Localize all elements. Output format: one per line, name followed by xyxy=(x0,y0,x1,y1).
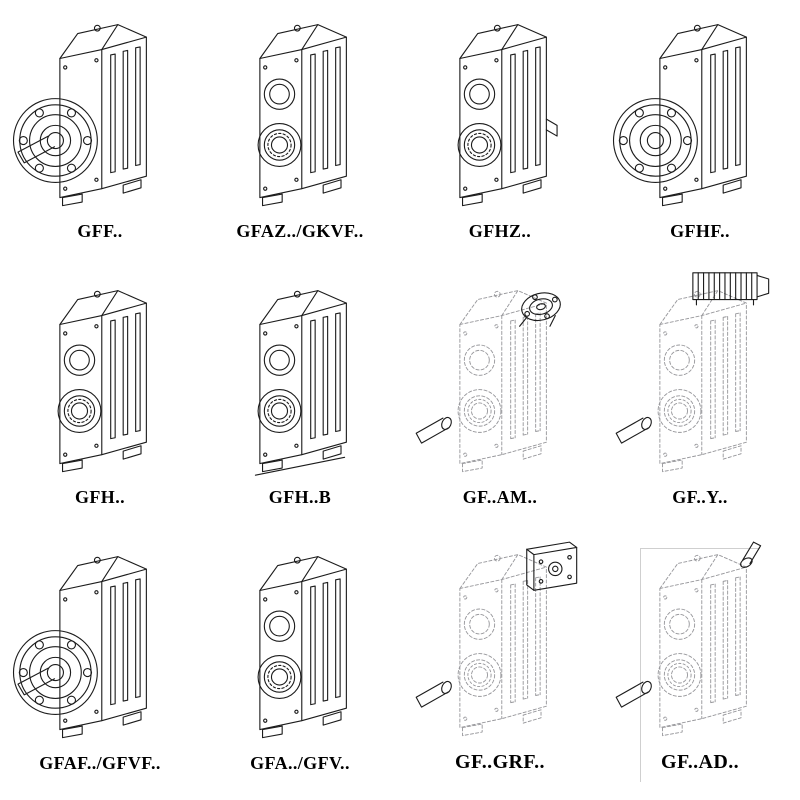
product-cell-gfaz-gkvf: GFAZ../GKVF.. xyxy=(236,16,363,250)
bearing-bores xyxy=(657,608,702,697)
gearbox-housing xyxy=(259,556,347,739)
product-cell-gf-am: GF..AM.. xyxy=(415,282,564,516)
output-shaft xyxy=(17,667,56,696)
input-gear-adapter xyxy=(526,541,578,591)
gearbox-drawing-foot-mounted-base xyxy=(254,290,347,476)
product-label: GFAZ../GKVF.. xyxy=(236,221,364,241)
output-shaft xyxy=(415,679,454,708)
product-label: GFAF../GFVF.. xyxy=(39,753,161,773)
bearing-bores xyxy=(257,78,302,167)
product-cell-gf-ad: GF..AD.. xyxy=(615,541,762,782)
bearing-bores xyxy=(457,344,502,433)
product-label: GFA../GFV.. xyxy=(250,753,350,773)
product-label: GF..GRF.. xyxy=(455,751,545,773)
product-cell-gf-grf: GF..GRF.. xyxy=(415,541,578,782)
gearbox-drawing-shaft-adapter xyxy=(615,541,762,737)
bearing-bores xyxy=(457,78,502,167)
gearbox-housing xyxy=(659,554,747,737)
product-cell-gfa-gfv: GFA../GFV.. xyxy=(240,548,360,782)
gearbox-drawing-shaft-mounted xyxy=(257,556,347,739)
output-shaft xyxy=(17,135,56,164)
product-cell-gfaf-gfvf: GFAF../GFVF.. xyxy=(12,548,161,782)
gearbox-housing xyxy=(259,290,347,473)
gearbox-housing xyxy=(459,290,547,473)
gearbox-drawing-motor-adapter xyxy=(415,288,564,473)
product-label: GF..AM.. xyxy=(462,487,538,507)
product-label: GF..Y.. xyxy=(672,487,728,507)
gearbox-drawing-flange-output xyxy=(12,556,147,739)
electric-motor xyxy=(692,272,770,306)
gearbox-drawing-flange-hollow xyxy=(612,24,747,207)
input-shaft-adapter xyxy=(738,541,762,570)
product-cell-gfhf: GFHF.. xyxy=(612,16,760,250)
product-label: GFF.. xyxy=(77,221,123,241)
bearing-bores xyxy=(257,344,302,433)
gearbox-housing xyxy=(59,290,147,473)
product-label: GFHF.. xyxy=(670,221,730,241)
output-shaft xyxy=(615,415,654,444)
product-label: GFH..B xyxy=(268,487,332,507)
gearbox-drawing-with-motor xyxy=(615,272,770,473)
output-flange xyxy=(12,98,98,183)
output-flange xyxy=(12,630,98,715)
bearing-bores xyxy=(257,610,302,699)
product-cell-gfh: GFH.. xyxy=(40,282,160,516)
gearbox-housing xyxy=(459,24,547,207)
mounting-base-line xyxy=(254,456,346,476)
product-cell-gff: GFF.. xyxy=(12,16,160,250)
gearbox-drawing-gear-adapter xyxy=(415,541,578,737)
product-cell-gfhz: GFHZ.. xyxy=(440,16,560,250)
gearbox-drawing-hollow-shaft xyxy=(457,24,558,207)
output-shaft xyxy=(415,415,454,444)
gearbox-housing xyxy=(659,290,747,473)
product-label: GFH.. xyxy=(75,487,125,507)
bearing-bores xyxy=(457,608,502,697)
motor-adapter-flange xyxy=(518,288,564,327)
product-label: GF..AD.. xyxy=(660,751,740,773)
gearbox-housing xyxy=(259,24,347,207)
output-shaft xyxy=(615,679,654,708)
product-cell-gfh-b: GFH..B xyxy=(240,282,360,516)
gearbox-drawing-shaft-mounted xyxy=(257,24,347,207)
hollow-shaft-stub xyxy=(545,118,558,137)
product-cell-gf-y: GF..Y.. xyxy=(615,272,770,516)
gearbox-drawing-flange-output xyxy=(12,24,147,207)
bearing-bores xyxy=(657,344,702,433)
bearing-bores xyxy=(57,344,102,433)
mounting-flange xyxy=(612,98,698,183)
product-label: GFHZ.. xyxy=(468,221,532,241)
gearbox-drawing-foot-mounted xyxy=(57,290,147,473)
